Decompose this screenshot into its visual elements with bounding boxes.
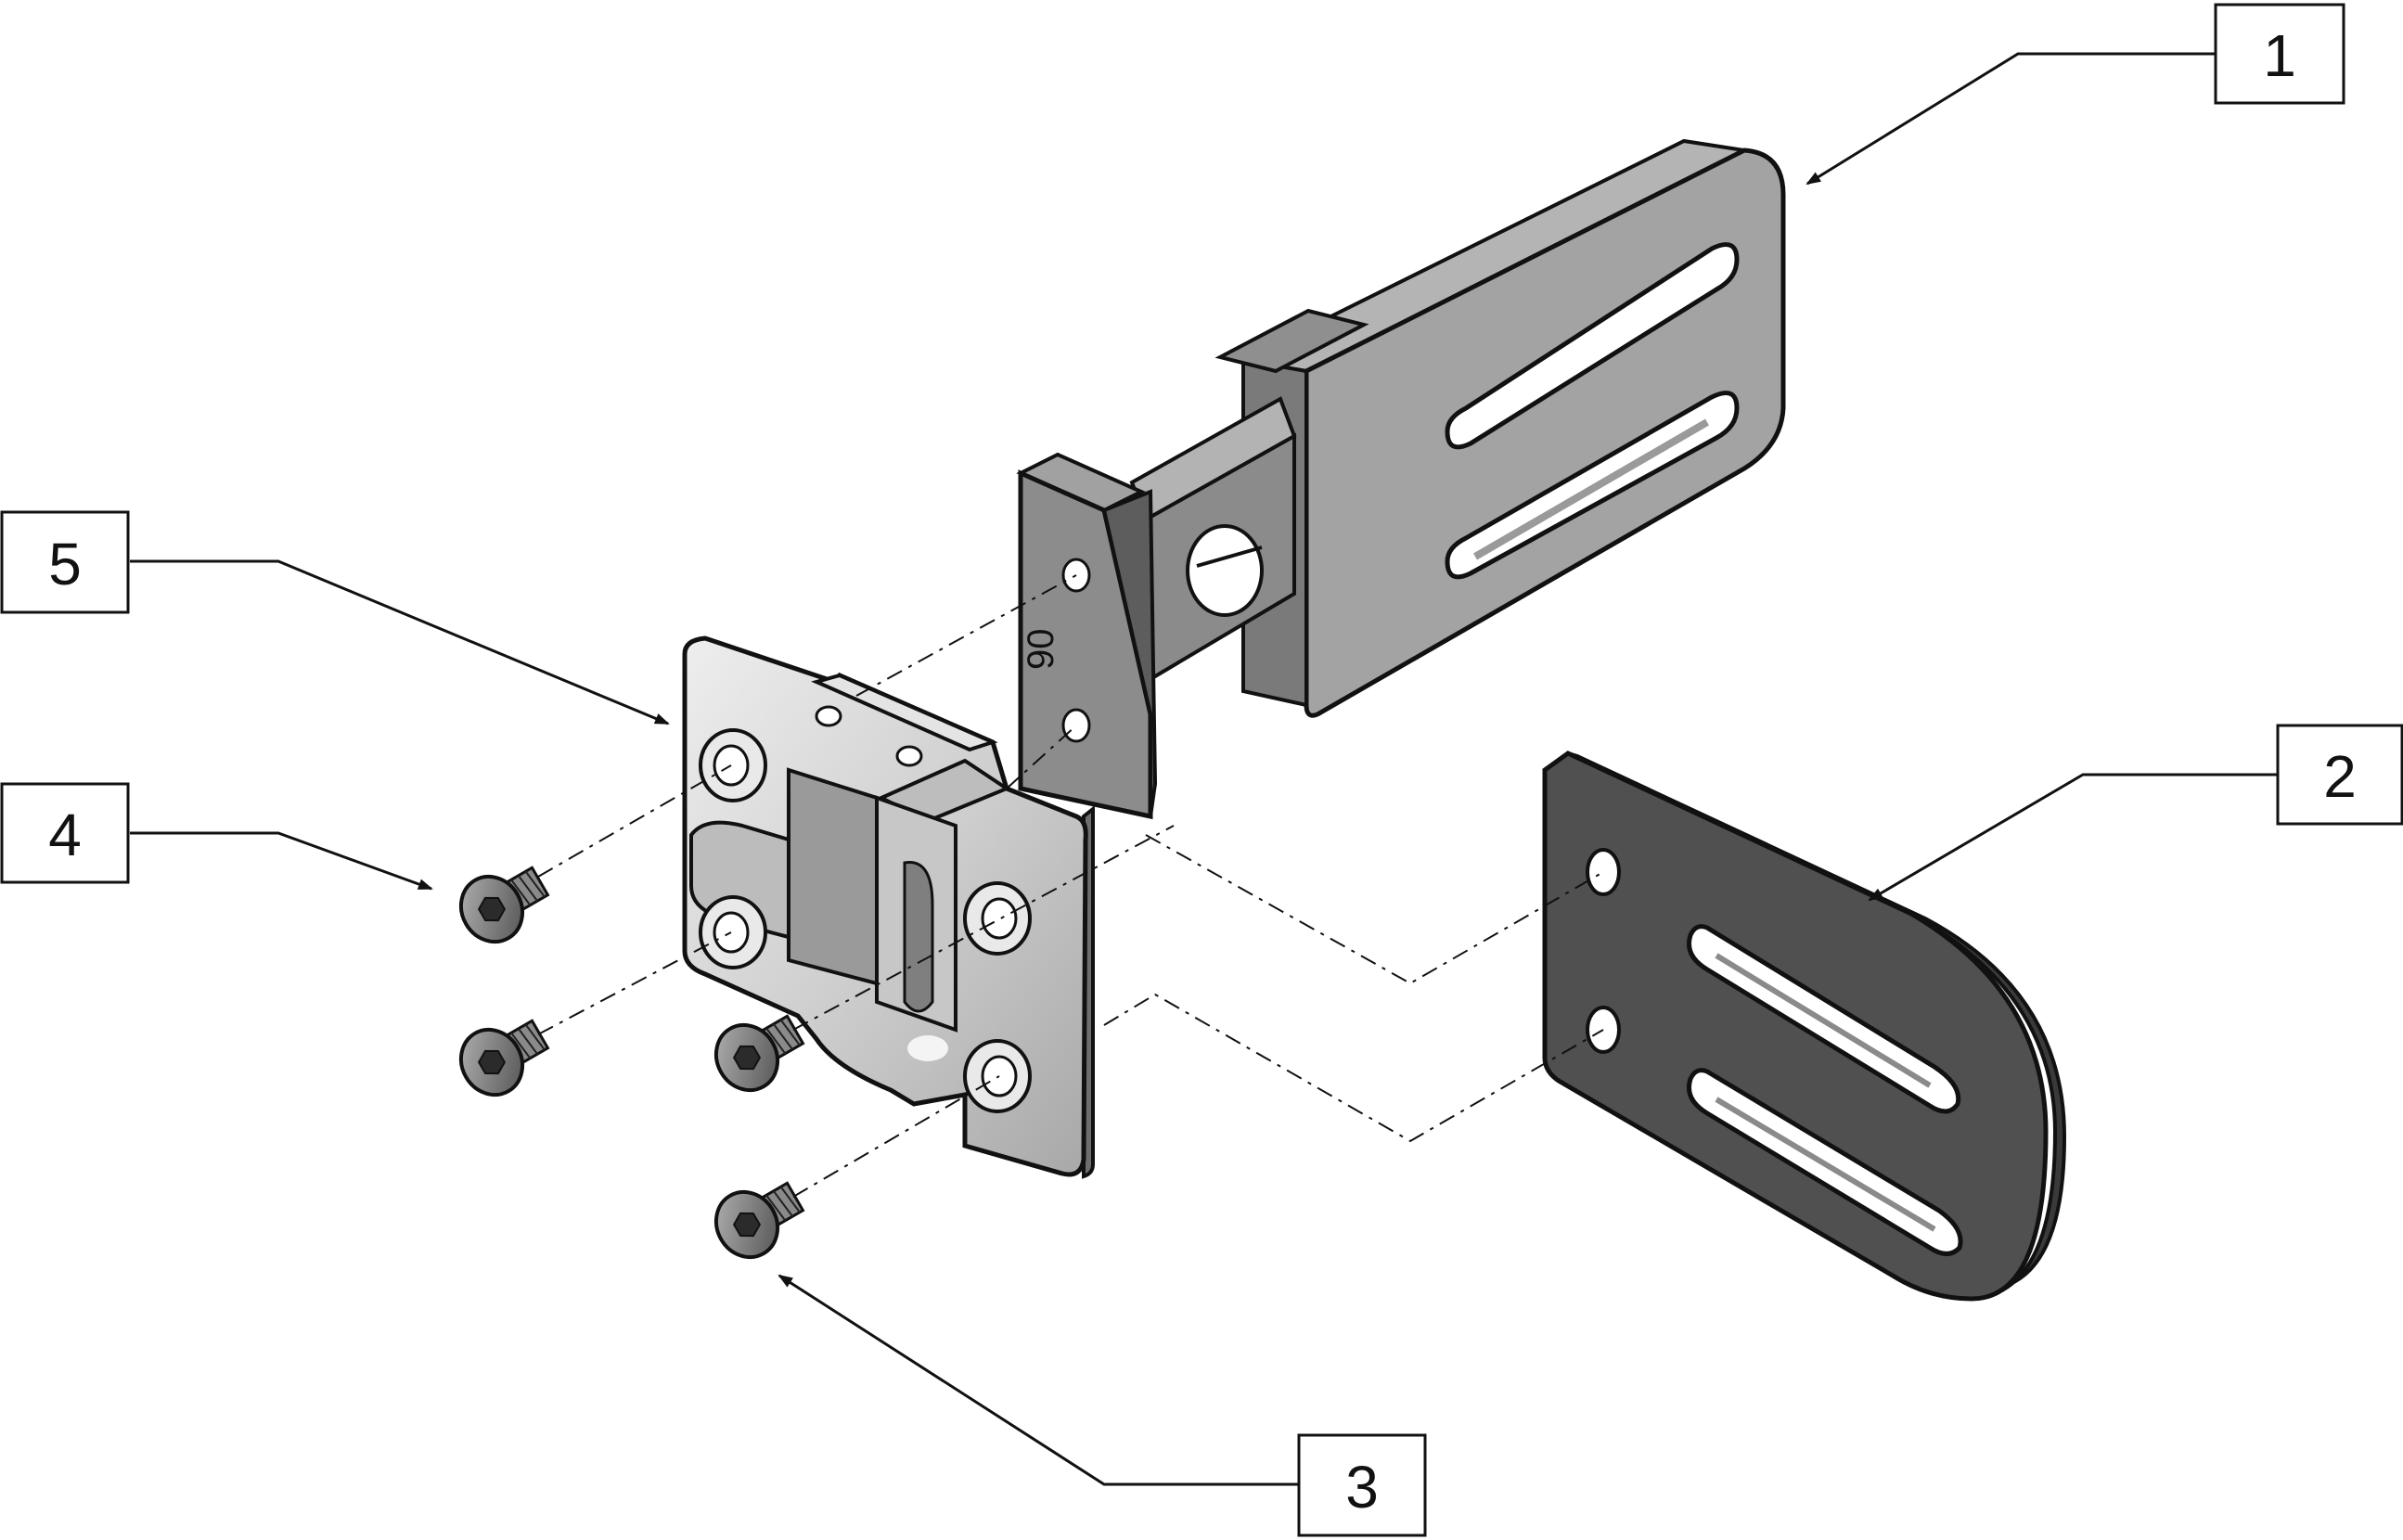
callout-3: 3 [1297,1433,1427,1537]
callout-2: 2 [2276,724,2403,826]
callout-3-label: 3 [1345,1454,1379,1521]
part-5-hinge-body [682,635,1095,1179]
part-1-slide-bracket: 90 [1016,138,1786,820]
hinge-hole-top-left [699,728,767,802]
callout-5-label: 5 [48,531,82,597]
hinge-hole-bottom-left [699,895,767,969]
callout-1-label: 1 [2263,22,2296,89]
part-2-slotted-plate [1542,751,2067,1302]
callout-1: 1 [2214,3,2345,105]
callout-4: 4 [0,782,130,884]
callout-leaders [130,52,2278,1486]
screw-bottom-left [458,1019,550,1097]
screw-3-bottom [713,1181,805,1260]
callout-2-label: 2 [2323,743,2357,810]
hinge-hole-top-right [963,881,1032,956]
assembly-centerlines [537,574,1604,1198]
callout-4-label: 4 [48,802,82,868]
callout-5: 5 [0,510,130,614]
screw-4-top-left [458,866,550,944]
screw-center [713,1014,805,1093]
hinge-hole-bottom-right [963,1039,1032,1113]
part-marking-90: 90 [1021,629,1061,671]
screws [458,866,805,1260]
